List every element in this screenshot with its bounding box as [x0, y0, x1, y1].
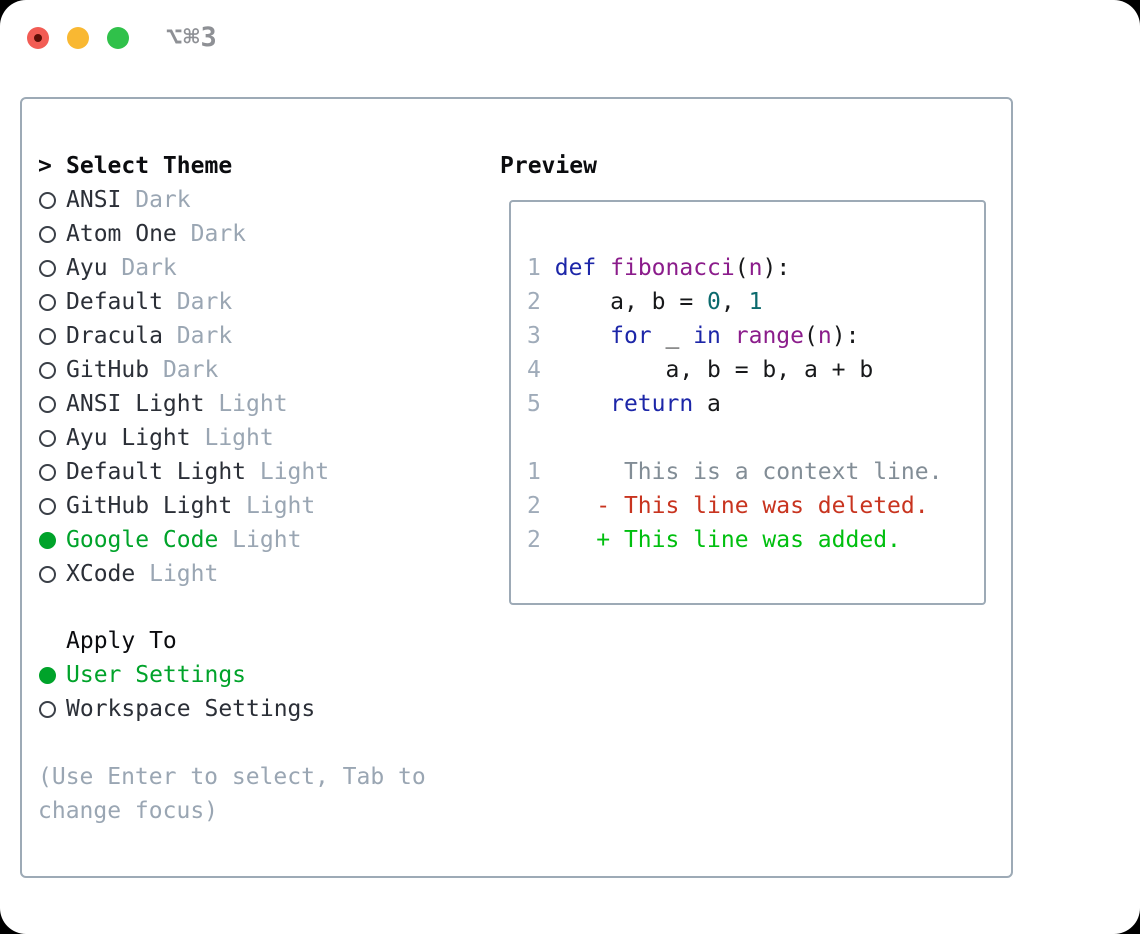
theme-name: GitHub Light — [66, 493, 233, 519]
theme-option-dracula[interactable]: Dracula Dark — [38, 319, 329, 353]
theme-option-default-light[interactable]: Default Light Light — [38, 455, 329, 489]
theme-variant: Light — [218, 527, 302, 553]
preview-heading: Preview — [500, 153, 597, 179]
theme-name: Dracula — [66, 323, 163, 349]
theme-variant: Light — [246, 459, 330, 485]
theme-option-google-code[interactable]: Google Code Light — [38, 523, 329, 557]
theme-variant: Light — [204, 391, 288, 417]
theme-variant: Dark — [162, 289, 233, 315]
theme-name: ANSI Light — [66, 391, 205, 417]
preview-box: 1 def fibonacci(n): 2 a, b = 0, 1 3 for _ … — [509, 200, 986, 605]
theme-variant: Dark — [176, 221, 247, 247]
radio-icon — [39, 429, 56, 447]
theme-name: Atom One — [66, 221, 177, 247]
apply-option-workspace-settings[interactable]: Workspace Settings — [38, 692, 315, 726]
theme-option-atom-one[interactable]: Atom One Dark — [38, 217, 329, 251]
radio-icon — [39, 259, 56, 277]
radio-selected-icon — [39, 531, 56, 549]
radio-icon — [39, 463, 56, 481]
apply-to-heading: Apply To — [66, 628, 177, 654]
theme-name: XCode — [66, 561, 136, 587]
preview-line: 5 return a — [527, 391, 721, 417]
apply-option-label: Workspace Settings — [66, 696, 316, 722]
theme-variant: Dark — [162, 323, 233, 349]
code-preview: 1 def fibonacci(n): 2 a, b = 0, 1 3 for _ … — [527, 251, 984, 557]
theme-name: Default — [66, 289, 163, 315]
radio-icon — [39, 700, 56, 718]
theme-option-xcode[interactable]: XCode Light — [38, 557, 329, 591]
radio-icon — [39, 225, 56, 243]
radio-selected-icon — [39, 666, 56, 684]
preview-line: 2 a, b = 0, 1 — [527, 289, 763, 315]
preview-line: 4 a, b = b, a + b — [527, 357, 874, 383]
theme-option-github[interactable]: GitHub Dark — [38, 353, 329, 387]
cursor-icon: > — [38, 153, 52, 179]
preview-line: 1 This is a context line. — [527, 459, 943, 485]
apply-to-header-row: Apply To — [38, 624, 315, 658]
theme-name: Default Light — [66, 459, 247, 485]
theme-name: Ayu Light — [66, 425, 191, 451]
theme-variant: Light — [232, 493, 316, 519]
preview-line: 1 def fibonacci(n): — [527, 255, 791, 281]
theme-name: Google Code — [66, 527, 219, 553]
theme-option-ansi[interactable]: ANSI Dark — [38, 183, 329, 217]
preview-line: 3 for _ in range(n): — [527, 323, 860, 349]
select-theme-header-row: > Select Theme — [38, 149, 329, 183]
theme-variant: Light — [190, 425, 274, 451]
theme-variant: Dark — [121, 187, 191, 213]
window-title: ⌥⌘3 — [166, 22, 218, 53]
theme-variant: Dark — [107, 255, 177, 281]
theme-option-default[interactable]: Default Dark — [38, 285, 329, 319]
apply-option-label: User Settings — [66, 662, 247, 688]
theme-option-github-light[interactable]: GitHub Light Light — [38, 489, 329, 523]
theme-variant: Light — [135, 561, 219, 587]
theme-name: ANSI — [66, 187, 122, 213]
radio-icon — [39, 191, 56, 209]
radio-icon — [39, 293, 56, 311]
preview-line: 2 - This line was deleted. — [527, 493, 929, 519]
radio-icon — [39, 497, 56, 515]
radio-icon — [39, 565, 56, 583]
theme-option-ansi-light[interactable]: ANSI Light Light — [38, 387, 329, 421]
traffic-light-minimize-icon[interactable] — [67, 27, 89, 49]
traffic-light-zoom-icon[interactable] — [107, 27, 129, 49]
theme-option-ayu-light[interactable]: Ayu Light Light — [38, 421, 329, 455]
preview-line — [527, 421, 984, 455]
close-dot-icon — [34, 34, 42, 42]
hint-text: (Use Enter to select, Tab to change focu… — [38, 764, 426, 824]
select-theme-heading: Select Theme — [66, 153, 233, 179]
theme-option-ayu[interactable]: Ayu Dark — [38, 251, 329, 285]
theme-name: Ayu — [66, 255, 108, 281]
radio-icon — [39, 361, 56, 379]
radio-icon — [39, 327, 56, 345]
traffic-light-close-icon[interactable] — [27, 27, 49, 49]
radio-icon — [39, 395, 56, 413]
theme-name: GitHub — [66, 357, 150, 383]
preview-line: 2 + This line was added. — [527, 527, 901, 553]
theme-variant: Dark — [149, 357, 219, 383]
apply-option-user-settings[interactable]: User Settings — [38, 658, 315, 692]
